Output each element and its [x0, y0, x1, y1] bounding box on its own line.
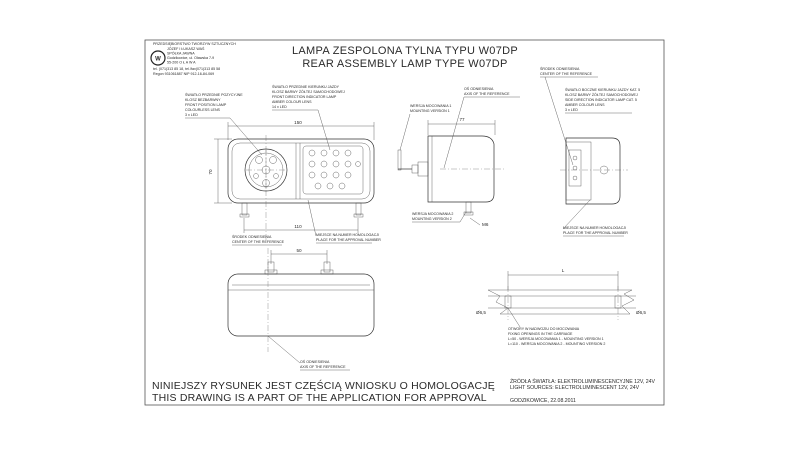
dim-hole-left: Ø6,5 [476, 310, 486, 315]
company-logo-mark: W [155, 57, 161, 63]
svg-text:OŚ ODNIESIENIA: OŚ ODNIESIENIA [300, 359, 330, 364]
svg-text:3 x LED: 3 x LED [185, 113, 198, 117]
footer-en: THIS DRAWING IS A PART OF THE APPLICATIO… [152, 392, 487, 404]
svg-text:AMBER COLOUR LENS: AMBER COLOUR LENS [272, 100, 312, 104]
svg-text:PLACE FOR THE APPROVAL NUMBER: PLACE FOR THE APPROVAL NUMBER [563, 231, 628, 235]
side-indicator-lens [568, 149, 582, 187]
carriage-openings-view: L Ø6,5 Ø6,5 [476, 268, 646, 320]
bottom-bolt [323, 261, 331, 273]
label-front-lamp: ŚWIATŁO PRZEDNIE POZYCYJNE KLOSZ BEZBARW… [185, 92, 263, 156]
label-direction-lamp: ŚWIATŁO PRZEDNIE KIERUNKU JAZDY KLOSZ BA… [272, 84, 345, 151]
svg-text:MOUNTING VERSION 1: MOUNTING VERSION 1 [410, 109, 450, 113]
dim-thread: M6 [482, 222, 489, 227]
company-line: PRZEDSIĘBIORSTWO TWORZYW SZTUCZNYCH [153, 42, 236, 46]
direction-lamp-lens [302, 145, 364, 195]
dim-spacing-front: 110 [294, 224, 302, 229]
svg-text:PLACE FOR THE APPROVAL NUMBER: PLACE FOR THE APPROVAL NUMBER [316, 238, 381, 242]
svg-text:ŚWIATŁO PRZEDNIE KIERUNKU JAZD: ŚWIATŁO PRZEDNIE KIERUNKU JAZDY [272, 84, 340, 89]
label-center-right: ŚRODEK ODNIESIENIA CENTER OF THE REFEREN… [540, 66, 598, 166]
label-homolog-right: MIEJSCE NA NUMER HOMOLOGACJI PLACE FOR T… [562, 199, 628, 237]
svg-text:3 x LED: 3 x LED [565, 108, 578, 112]
label-axis-top: OŚ ODNIESIENIA AXIS OF THE REFERENCE [443, 86, 520, 169]
dim-depth: 77 [459, 117, 465, 122]
company-line: SPÓŁKA JAWNA [167, 51, 195, 56]
dim-height: 70 [208, 169, 213, 175]
svg-text:COLOURLESS LENS: COLOURLESS LENS [185, 108, 221, 112]
lamp-housing [227, 138, 375, 204]
side-bolt [465, 201, 472, 214]
company-line: JÓZEF I ŁUKASZ WAŚ [167, 46, 205, 51]
svg-text:MIEJSCE NA NUMER HOMOLOGACJI: MIEJSCE NA NUMER HOMOLOGACJI [563, 226, 626, 230]
svg-text:KLOSZ BARWY ŻÓŁTEJ SAMOCHODOWE: KLOSZ BARWY ŻÓŁTEJ SAMOCHODOWEJ [272, 89, 345, 94]
bottom-housing [227, 273, 375, 337]
label-mount2: WERSJA MOCOWANIA 2 MOUNTING VERSION 2 [412, 211, 467, 223]
svg-text:14 x LED: 14 x LED [272, 105, 287, 109]
dim-length: L [562, 268, 565, 273]
dim-width: 150 [294, 120, 302, 125]
svg-text:SIDE DIRECTION INDICATOR LAMP: SIDE DIRECTION INDICATOR LAMP CAT. 5 [565, 98, 637, 102]
svg-text:FRONT POSITION LAMP: FRONT POSITION LAMP [185, 103, 227, 107]
company-line: 55-200 O Ł A W A [167, 61, 196, 65]
led-grid [308, 149, 361, 190]
svg-text:AXIS OF THE REFERENCE: AXIS OF THE REFERENCE [300, 365, 346, 369]
place-date: GODZIKOWICE, 22.08.2011 [510, 398, 576, 404]
label-side-lamp: ŚWIATŁO BOCZNE KIERUNKU JAZDY KAT. 5 KLO… [565, 87, 640, 114]
label-mount1: WERSJA MOCOWANIA 1 MOUNTING VERSION 1 [399, 104, 451, 151]
company-line: Godzikowice, ul. Oławska 7-9 [167, 56, 214, 60]
title-en: REAR ASSEMBLY LAMP TYPE W07DP [302, 58, 507, 70]
rear-housing [565, 137, 621, 205]
title-pl: LAMPA ZESPOLONA TYLNA TYPU W07DP [292, 45, 518, 57]
mounting-bolt [355, 202, 362, 216]
svg-text:FIXING OPENINGS IN THE CARRIAG: FIXING OPENINGS IN THE CARRIAGE [508, 332, 573, 336]
side-view: 77 M6 [397, 117, 505, 227]
side-housing [427, 135, 495, 203]
svg-text:ŚRODEK ODNIESIENIA: ŚRODEK ODNIESIENIA [540, 66, 580, 71]
company-line: Regon 931061887 NIP 912-16-84-069 [153, 72, 214, 76]
label-homolog-mid: MIEJSCE NA NUMER HOMOLOGACJI PLACE FOR T… [307, 199, 381, 244]
carriage-section [487, 289, 635, 315]
svg-text:ŚWIATŁO BOCZNE KIERUNKU JAZDY: ŚWIATŁO BOCZNE KIERUNKU JAZDY KAT. 5 [565, 87, 640, 92]
rear-view [560, 137, 628, 205]
company-logo [150, 50, 166, 66]
svg-text:OŚ ODNIESIENIA: OŚ ODNIESIENIA [464, 86, 494, 91]
svg-text:ŚRODEK ODNIESIENIA: ŚRODEK ODNIESIENIA [232, 234, 272, 239]
mounting-bolt [241, 202, 248, 216]
source-en: LIGHT SOURCES: ELECTROLUMINESCENT 12V, 2… [510, 385, 640, 391]
svg-text:FRONT DIRECTION INDICATOR LAMP: FRONT DIRECTION INDICATOR LAMP [272, 95, 337, 99]
label-openings: OTWORY W NADWOZIU DO MOCOWANIA FIXING OP… [507, 307, 605, 346]
lamp-housing-inner [231, 142, 371, 200]
svg-text:OTWORY W NADWOZIU DO MOCOWANIA: OTWORY W NADWOZIU DO MOCOWANIA [508, 327, 580, 331]
label-center-left: ŚRODEK ODNIESIENIA CENTER OF THE REFEREN… [232, 234, 285, 246]
dim-spacing-bottom: 50 [296, 248, 302, 253]
bottom-view: 50 [227, 248, 375, 352]
svg-text:AMBER COLOUR LENS: AMBER COLOUR LENS [565, 103, 605, 107]
footer-pl: NINIEJSZY RYSUNEK JEST CZĘŚCIĄ WNIOSKU O… [152, 379, 495, 392]
svg-text:CENTER OF THE REFERENCE: CENTER OF THE REFERENCE [232, 240, 285, 244]
svg-text:KLOSZ BARWY ŻÓŁTEJ SAMOCHODOWE: KLOSZ BARWY ŻÓŁTEJ SAMOCHODOWEJ [565, 92, 638, 97]
company-stamp: W PRZEDSIĘBIORSTWO TWORZYW SZTUCZNYCH JÓ… [150, 42, 236, 76]
svg-text:MOUNTING VERSION 2: MOUNTING VERSION 2 [412, 217, 452, 221]
svg-text:CENTER OF THE REFERENCE: CENTER OF THE REFERENCE [540, 72, 593, 76]
svg-text:L=110 - WERSJA MOCOWANIA 2 - M: L=110 - WERSJA MOCOWANIA 2 - MOUNTING VE… [508, 342, 605, 346]
svg-text:WERSJA MOCOWANIA 1: WERSJA MOCOWANIA 1 [410, 104, 451, 108]
label-axis-bottom: OŚ ODNIESIENIA AXIS OF THE REFERENCE [267, 335, 350, 371]
sheet-border [144, 39, 665, 406]
svg-text:MIEJSCE NA NUMER HOMOLOGACJI: MIEJSCE NA NUMER HOMOLOGACJI [316, 233, 379, 237]
dim-hole-right: Ø6,5 [636, 310, 646, 315]
svg-text:KLOSZ BEZBARWNY: KLOSZ BEZBARWNY [185, 98, 221, 102]
svg-text:WERSJA MOCOWANIA 2: WERSJA MOCOWANIA 2 [412, 212, 453, 216]
svg-text:AXIS OF THE REFERENCE: AXIS OF THE REFERENCE [464, 92, 510, 96]
company-line: tel. (071)313 85 18, tel./fax(071)313 85… [153, 67, 220, 71]
source-pl: ŹRÓDŁA ŚWIATŁA: ELEKTROLUMINESCENCYJNE 1… [510, 377, 656, 385]
front-view: 150 70 [208, 120, 375, 240]
svg-text:L=50 - WERSJA MOCOWANIA 1 - MO: L=50 - WERSJA MOCOWANIA 1 - MOUNTING VER… [508, 337, 604, 341]
svg-text:ŚWIATŁO PRZEDNIE POZYCYJNE: ŚWIATŁO PRZEDNIE POZYCYJNE [185, 92, 243, 97]
